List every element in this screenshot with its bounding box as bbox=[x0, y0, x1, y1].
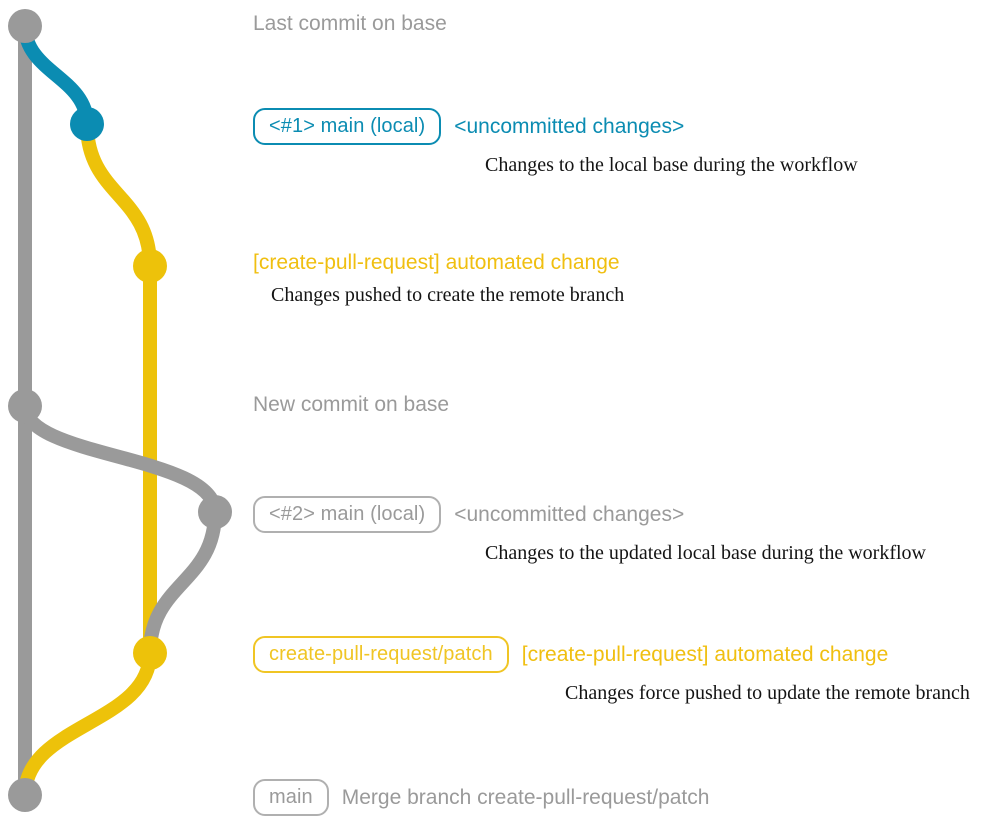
merge-edge bbox=[18, 646, 157, 802]
commit-node-merge[interactable] bbox=[8, 778, 42, 812]
row-main: New commit on base bbox=[253, 393, 449, 417]
commit-subject: Merge branch create-pull-request/patch bbox=[341, 785, 710, 809]
commit-graph bbox=[8, 9, 232, 812]
commit-note: Changes force pushed to update the remot… bbox=[565, 682, 970, 704]
row-main: create-pull-request/patch [create-pull-r… bbox=[253, 636, 888, 673]
row-main: Last commit on base bbox=[253, 12, 447, 36]
row-automated-change-2: create-pull-request/patch [create-pull-r… bbox=[253, 636, 970, 704]
commit-note: Changes to the local base during the wor… bbox=[485, 154, 858, 176]
commit-subject: Last commit on base bbox=[253, 12, 447, 35]
commit-node-local-2[interactable] bbox=[198, 495, 232, 529]
row-merge: main Merge branch create-pull-request/pa… bbox=[253, 779, 709, 816]
local-1-branch-edge bbox=[18, 19, 94, 131]
commit-subject: <uncommitted changes> bbox=[454, 114, 685, 138]
commit-node-base-top[interactable] bbox=[8, 9, 42, 43]
ref-pill-local-2[interactable]: <#2> main (local) bbox=[253, 496, 442, 533]
local-2-branch-edge bbox=[18, 399, 222, 519]
row-local-2: <#2> main (local) <uncommitted changes> … bbox=[253, 496, 926, 564]
row-main: main Merge branch create-pull-request/pa… bbox=[253, 779, 709, 816]
ref-pill-main[interactable]: main bbox=[253, 779, 329, 816]
row-main: [create-pull-request] automated change bbox=[253, 251, 620, 275]
row-automated-change-1: [create-pull-request] automated change C… bbox=[253, 251, 624, 306]
commit-node-patch-1[interactable] bbox=[133, 249, 167, 283]
commit-node-patch-2[interactable] bbox=[133, 636, 167, 670]
commit-subject: <uncommitted changes> bbox=[454, 502, 685, 526]
row-main: <#2> main (local) <uncommitted changes> bbox=[253, 496, 684, 533]
patch-branch-edge-upper bbox=[80, 117, 157, 273]
commit-note: Changes to the updated local base during… bbox=[485, 542, 926, 564]
row-last-commit-on-base: Last commit on base bbox=[253, 12, 447, 36]
commit-subject: [create-pull-request] automated change bbox=[253, 251, 620, 274]
commit-node-base-new[interactable] bbox=[8, 389, 42, 423]
commit-subject: New commit on base bbox=[253, 393, 450, 416]
ref-pill-local-1[interactable]: <#1> main (local) bbox=[253, 108, 442, 145]
commit-subject: [create-pull-request] automated change bbox=[521, 642, 889, 666]
commit-node-local-1[interactable] bbox=[70, 107, 104, 141]
ref-pill-create-pull-request-patch[interactable]: create-pull-request/patch bbox=[253, 636, 509, 673]
commit-note: Changes pushed to create the remote bran… bbox=[271, 284, 625, 306]
force-push-edge bbox=[143, 505, 222, 660]
row-local-1: <#1> main (local) <uncommitted changes> … bbox=[253, 108, 858, 176]
row-new-commit-on-base: New commit on base bbox=[253, 393, 449, 417]
row-main: <#1> main (local) <uncommitted changes> bbox=[253, 108, 684, 145]
